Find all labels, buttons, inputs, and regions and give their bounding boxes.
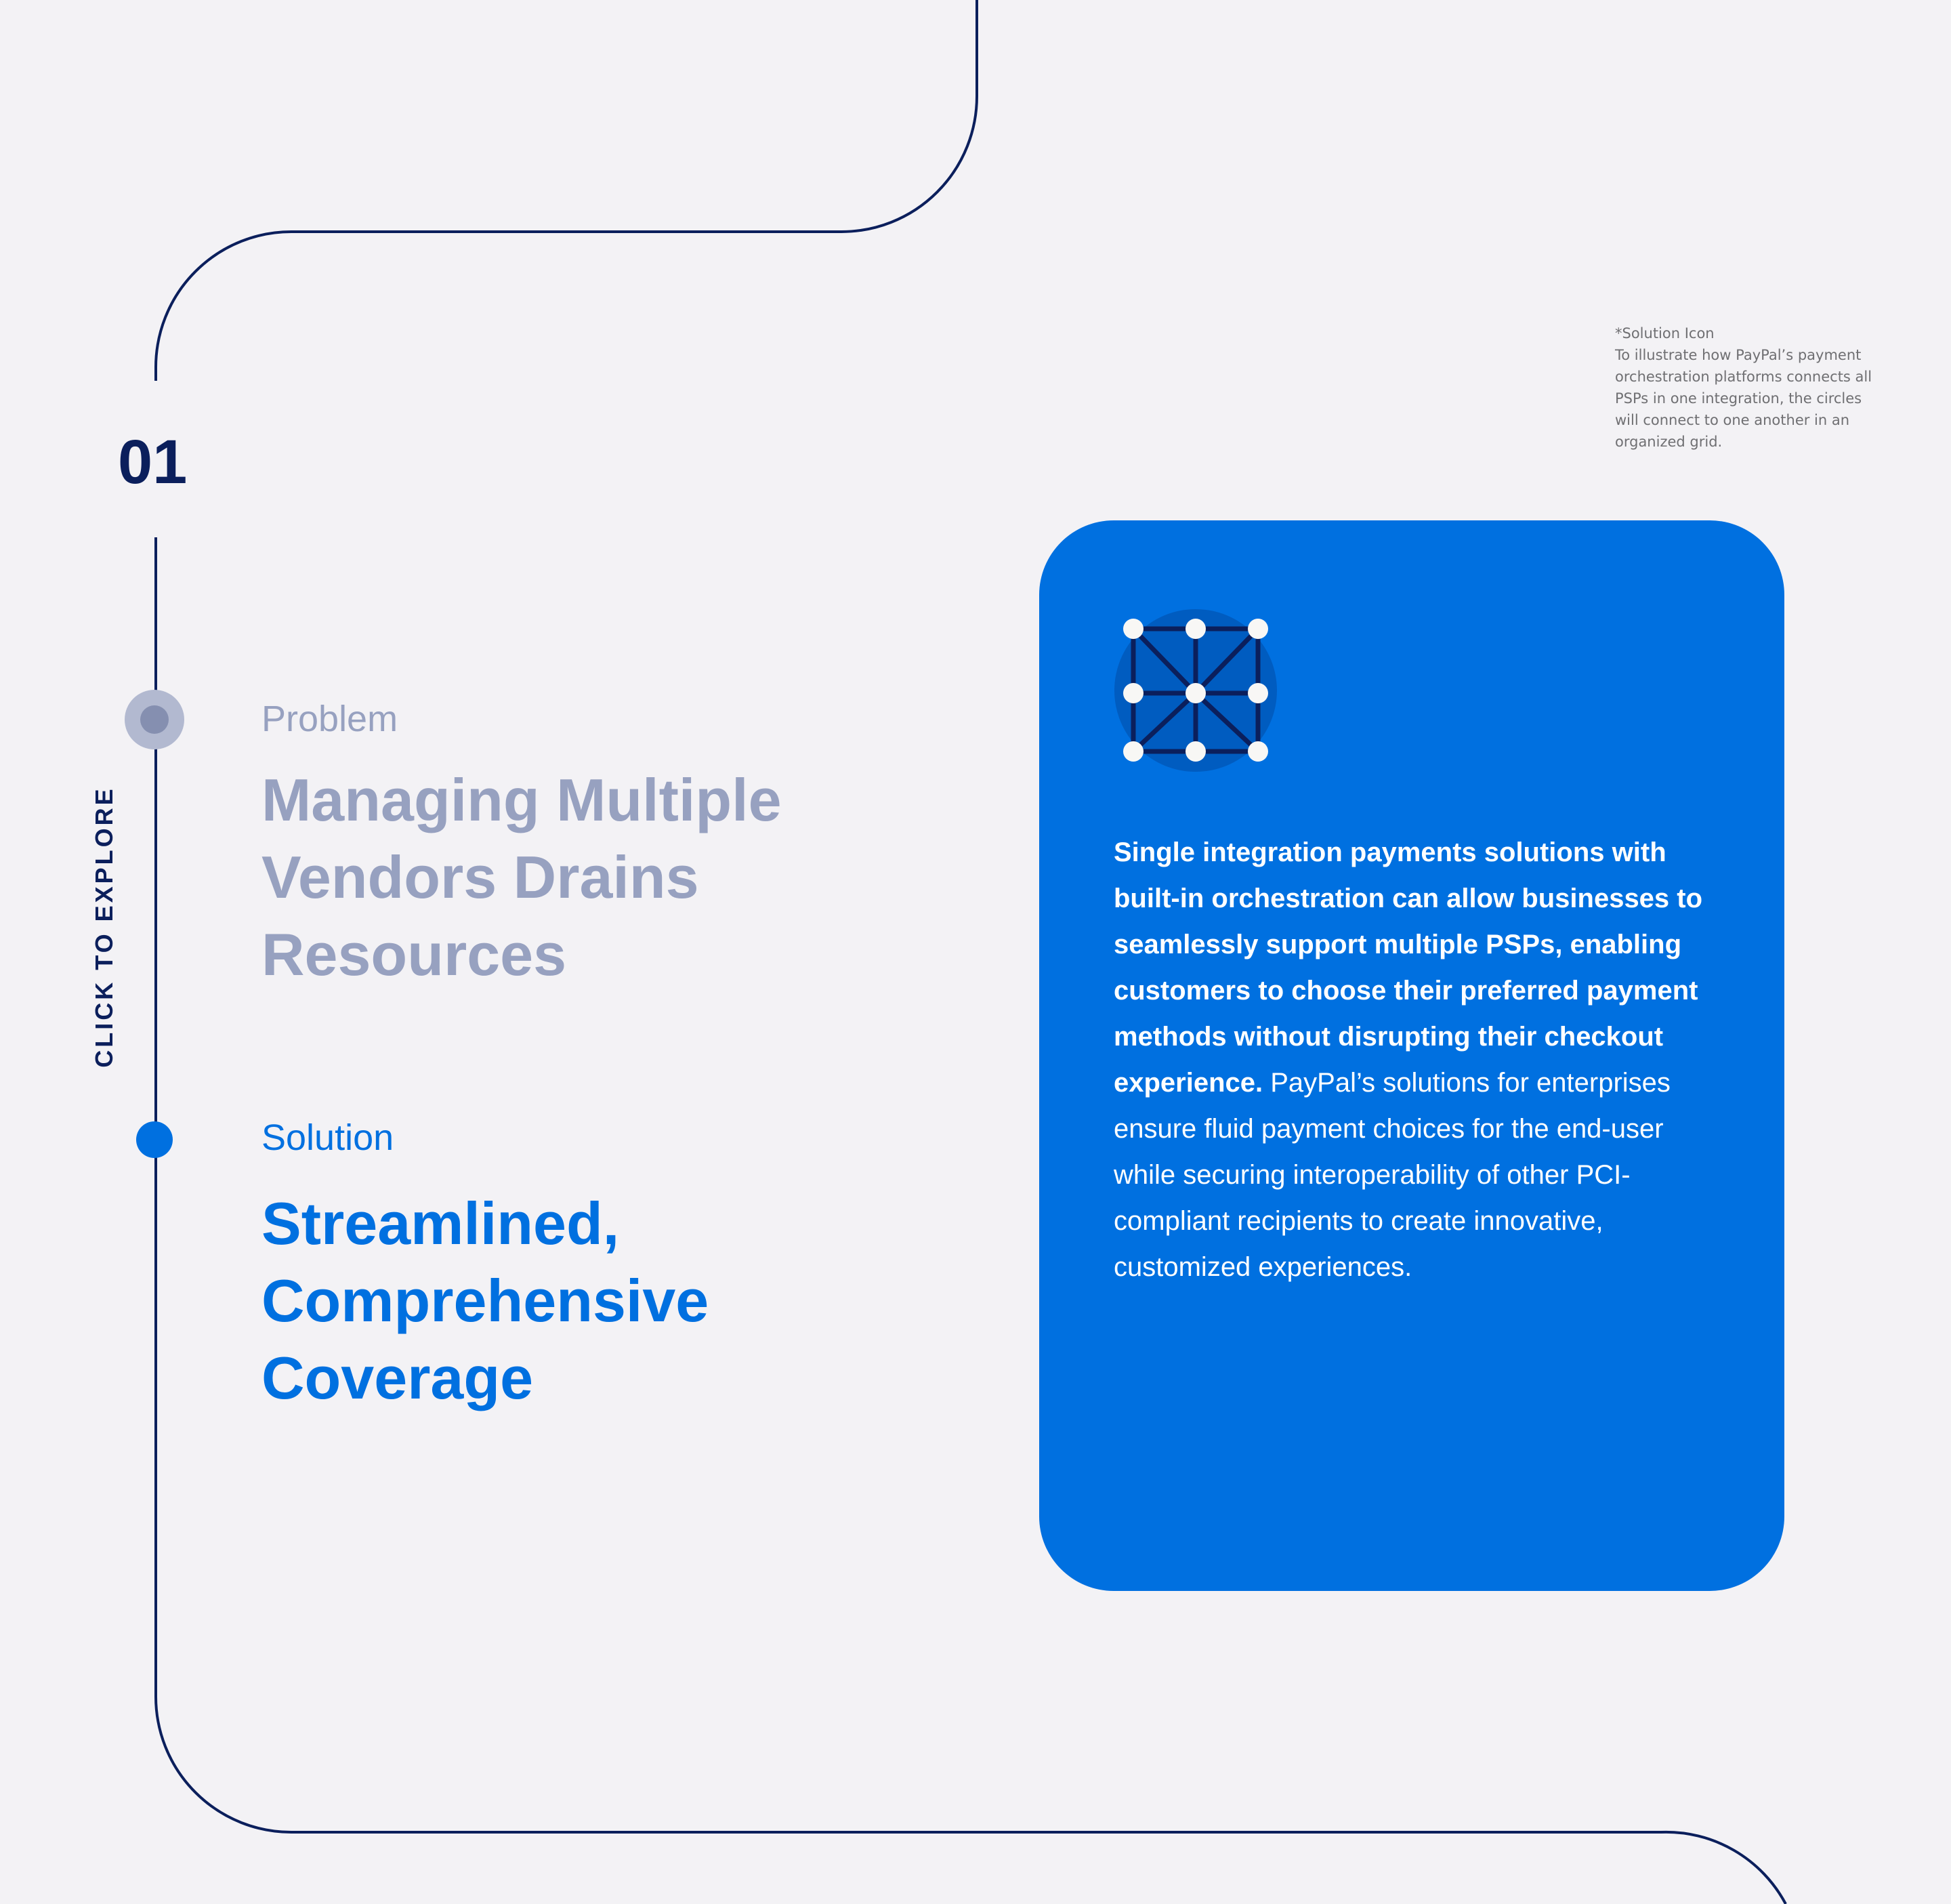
network-grid-icon — [1114, 609, 1277, 772]
solution-title-line: Streamlined, — [261, 1190, 620, 1257]
solution-label: Solution — [261, 1117, 394, 1158]
section-number: 01 — [118, 428, 188, 497]
design-annotation: *Solution Icon To illustrate how PayPal’… — [1615, 323, 1872, 453]
problem-title-line: Managing Multiple — [261, 766, 782, 833]
problem-label: Problem — [261, 699, 398, 739]
problem-title-line: Vendors Drains — [261, 844, 699, 911]
annotation-line: will connect to one another in an — [1615, 412, 1850, 428]
annotation-line: PSPs in one integration, the circles — [1615, 390, 1862, 407]
annotation-line: organized grid. — [1615, 434, 1723, 450]
solution-title-line: Comprehensive — [261, 1267, 709, 1334]
problem-title: Managing Multiple Vendors Drains Resourc… — [261, 762, 782, 993]
annotation-line: *Solution Icon — [1615, 325, 1715, 342]
description-line: customers to choose their preferred paym… — [1114, 976, 1698, 1006]
problem-marker-inner — [140, 705, 169, 734]
solution-title: Streamlined, Comprehensive Coverage — [261, 1185, 709, 1417]
description-line: compliant recipients to create innovativ… — [1114, 1206, 1603, 1236]
problem-title-line: Resources — [261, 921, 567, 988]
description-normal-start: PayPal’s solutions for enterprises — [1263, 1068, 1671, 1098]
click-to-explore-label[interactable]: CLICK TO EXPLORE — [90, 786, 118, 1068]
annotation-line: orchestration platforms connects all — [1615, 369, 1872, 385]
description-line: experience. PayPal’s solutions for enter… — [1114, 1060, 1702, 1106]
solution-marker[interactable] — [136, 1121, 173, 1158]
description-line: Single integration payments solutions wi… — [1114, 837, 1666, 867]
annotation-line: To illustrate how PayPal’s payment — [1615, 347, 1862, 363]
solution-description: Single integration payments solutions wi… — [1114, 829, 1702, 1290]
solution-title-line: Coverage — [261, 1344, 534, 1411]
description-line: seamlessly support multiple PSPs, enabli… — [1114, 930, 1682, 959]
description-line: built-in orchestration can allow busines… — [1114, 884, 1703, 913]
description-line: customized experiences. — [1114, 1252, 1412, 1282]
description-bold-end: experience. — [1114, 1068, 1263, 1098]
description-line: ensure fluid payment choices for the end… — [1114, 1114, 1664, 1144]
description-line: while securing interoperability of other… — [1114, 1160, 1631, 1190]
description-line: methods without disrupting their checkou… — [1114, 1022, 1664, 1052]
